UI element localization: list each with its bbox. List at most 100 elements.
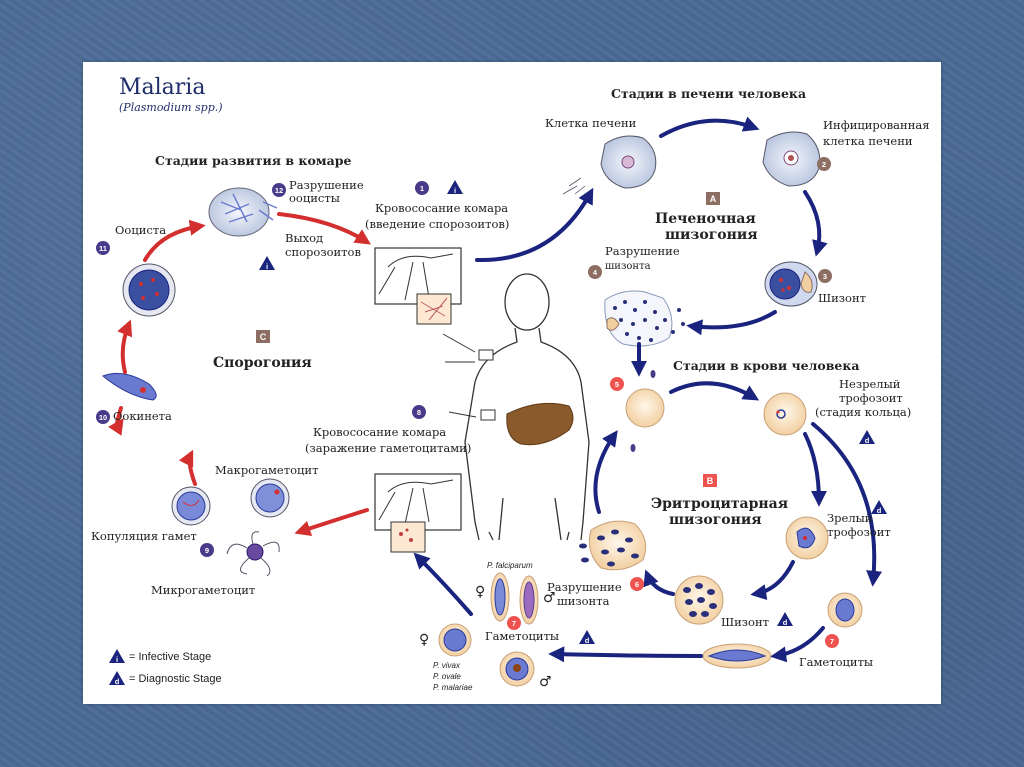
skin-patch-icon bbox=[480, 409, 496, 421]
oocyst-icon bbox=[122, 263, 176, 317]
svg-text:1: 1 bbox=[420, 184, 424, 193]
header-exo-schizogony-2: шизогония bbox=[665, 227, 758, 243]
diagnostic-stage-triangle-icon: d bbox=[859, 430, 875, 445]
header-ery-schizogony-1: Эритроцитарная bbox=[651, 496, 788, 512]
label-gamete-fusion: Копуляция гамет bbox=[91, 529, 197, 543]
header-ery-schizogony-2: шизогония bbox=[669, 512, 762, 528]
legend: i = Infective Stage d = Diagnostic Stage bbox=[109, 649, 222, 686]
label-gametocytes-left: Гаметоциты bbox=[485, 629, 559, 643]
step-badge-9: 9 bbox=[200, 543, 214, 557]
ring-trophozoite-icon bbox=[763, 392, 807, 436]
label-mature-troph-2: трофозоит bbox=[827, 525, 891, 539]
header-mosquito-stages: Стадии развития в комаре bbox=[155, 153, 351, 168]
label-liver-cell: Клетка печени bbox=[545, 116, 637, 130]
macrogametocyte-icon bbox=[250, 478, 290, 518]
label-microgametocyte: Микрогаметоцит bbox=[151, 583, 255, 597]
svg-text:7: 7 bbox=[512, 619, 516, 628]
legend-diagnostic-label: = Diagnostic Stage bbox=[129, 673, 222, 685]
svg-text:C: C bbox=[260, 332, 267, 342]
female-symbol-icon: ♀ bbox=[419, 632, 429, 648]
step-badge-7: 7 bbox=[825, 634, 839, 648]
liver-cell-icon bbox=[562, 135, 657, 195]
diagnostic-stage-triangle-icon: d bbox=[777, 612, 793, 627]
blood-schizont-icon bbox=[674, 575, 724, 625]
svg-text:i: i bbox=[454, 186, 456, 195]
label-oocyst: Ооциста bbox=[115, 223, 166, 237]
label-blood-meal-2-line1: Кровососание комара bbox=[313, 425, 446, 439]
legend-diagnostic-icon: d bbox=[109, 671, 125, 686]
step-badge-4: 4 bbox=[588, 265, 602, 279]
human-cycle-arrows bbox=[413, 116, 883, 663]
mosquito-feeding-box-2 bbox=[374, 473, 462, 553]
svg-text:11: 11 bbox=[99, 244, 107, 253]
step-badge-6: 6 bbox=[630, 577, 644, 591]
liver-icon bbox=[506, 402, 574, 446]
label-ruptured-liver-schizont-2: шизонта bbox=[605, 261, 651, 272]
svg-text:i: i bbox=[116, 655, 118, 664]
legend-infective-icon: i bbox=[109, 649, 125, 664]
svg-text:8: 8 bbox=[417, 408, 421, 417]
diagram-title: Malaria bbox=[119, 75, 205, 100]
badge-A: A bbox=[706, 192, 720, 205]
label-blood-meal-1-line1: Кровососание комара bbox=[375, 201, 508, 215]
svg-text:d: d bbox=[115, 677, 120, 686]
label-gametocytes-right: Гаметоциты bbox=[799, 655, 873, 669]
label-sporozoite-release-2: спорозоитов bbox=[285, 245, 361, 259]
svg-text:2: 2 bbox=[822, 160, 826, 169]
male-symbol-icon: ♂ bbox=[543, 590, 556, 606]
label-ruptured-liver-schizont-1: Разрушение bbox=[605, 244, 680, 258]
header-liver-stages: Стадии в печени человека bbox=[611, 86, 806, 101]
header-exo-schizogony-1: Печеночная bbox=[655, 211, 756, 227]
step-badge-3: 3 bbox=[818, 269, 832, 283]
step-badge-2: 2 bbox=[817, 157, 831, 171]
label-oocyst-rupture-2: ооцисты bbox=[289, 191, 340, 205]
svg-text:d: d bbox=[865, 436, 870, 445]
label-blood-meal-1-line2: (введение спорозоитов) bbox=[365, 217, 509, 231]
label-ookinete: Оокинета bbox=[113, 409, 172, 423]
svg-text:4: 4 bbox=[593, 268, 598, 277]
label-species-malariae: P. malariae bbox=[433, 683, 473, 692]
step-badge-11: 11 bbox=[96, 241, 110, 255]
step-badge-10: 10 bbox=[96, 410, 110, 424]
step-badge-12: 12 bbox=[272, 183, 286, 197]
falciparum-gametocytes-icon bbox=[490, 572, 539, 625]
oocyst-rupture-icon bbox=[208, 187, 278, 237]
crescent-gametocyte-icon bbox=[702, 643, 772, 669]
rbc-merozoite-icon bbox=[625, 370, 665, 452]
diagnostic-stage-triangle-icon: d bbox=[579, 630, 595, 645]
svg-text:6: 6 bbox=[635, 580, 639, 589]
diagram-subtitle: (Plasmodium spp.) bbox=[119, 101, 223, 114]
label-sporozoite-release-1: Выход bbox=[285, 231, 323, 245]
svg-text:A: A bbox=[710, 194, 717, 204]
label-ruptured-blood-schizont-1: Разрушение bbox=[547, 580, 622, 594]
mosquito-feeding-box-1 bbox=[374, 247, 462, 325]
vivax-gametocytes-icon bbox=[438, 623, 535, 687]
ruptured-liver-schizont-icon bbox=[604, 290, 685, 347]
svg-text:10: 10 bbox=[99, 413, 107, 422]
svg-text:5: 5 bbox=[615, 380, 619, 389]
step-badge-5: 5 bbox=[610, 377, 624, 391]
svg-text:i: i bbox=[266, 262, 268, 271]
svg-text:B: B bbox=[707, 476, 714, 486]
mosquito-cycle-arrows bbox=[108, 212, 372, 537]
label-macrogametocyte: Макрогаметоцит bbox=[215, 463, 318, 477]
label-liver-schizont: Шизонт bbox=[818, 291, 866, 305]
label-species-falciparum: P. falciparum bbox=[487, 561, 533, 570]
infective-stage-triangle-icon: i bbox=[447, 180, 463, 195]
svg-text:d: d bbox=[877, 506, 882, 515]
header-blood-stages: Стадии в крови человека bbox=[673, 358, 860, 373]
label-ruptured-blood-schizont-2: шизонта bbox=[557, 594, 610, 608]
skin-patch-icon bbox=[478, 349, 494, 361]
label-blood-meal-2-line2: (заражение гаметоцитами) bbox=[305, 441, 471, 455]
svg-text:3: 3 bbox=[823, 272, 827, 281]
label-blood-schizont: Шизонт bbox=[721, 615, 769, 629]
svg-text:9: 9 bbox=[205, 546, 209, 555]
label-mature-troph-1: Зрелый bbox=[827, 511, 873, 525]
label-species-ovale: P. ovale bbox=[433, 672, 461, 681]
ookinete-icon bbox=[102, 372, 157, 401]
badge-B: B bbox=[703, 474, 717, 487]
svg-text:7: 7 bbox=[830, 637, 834, 646]
gamete-fusion-icon bbox=[171, 486, 211, 526]
liver-schizont-icon bbox=[764, 261, 818, 307]
svg-text:d: d bbox=[585, 636, 590, 645]
